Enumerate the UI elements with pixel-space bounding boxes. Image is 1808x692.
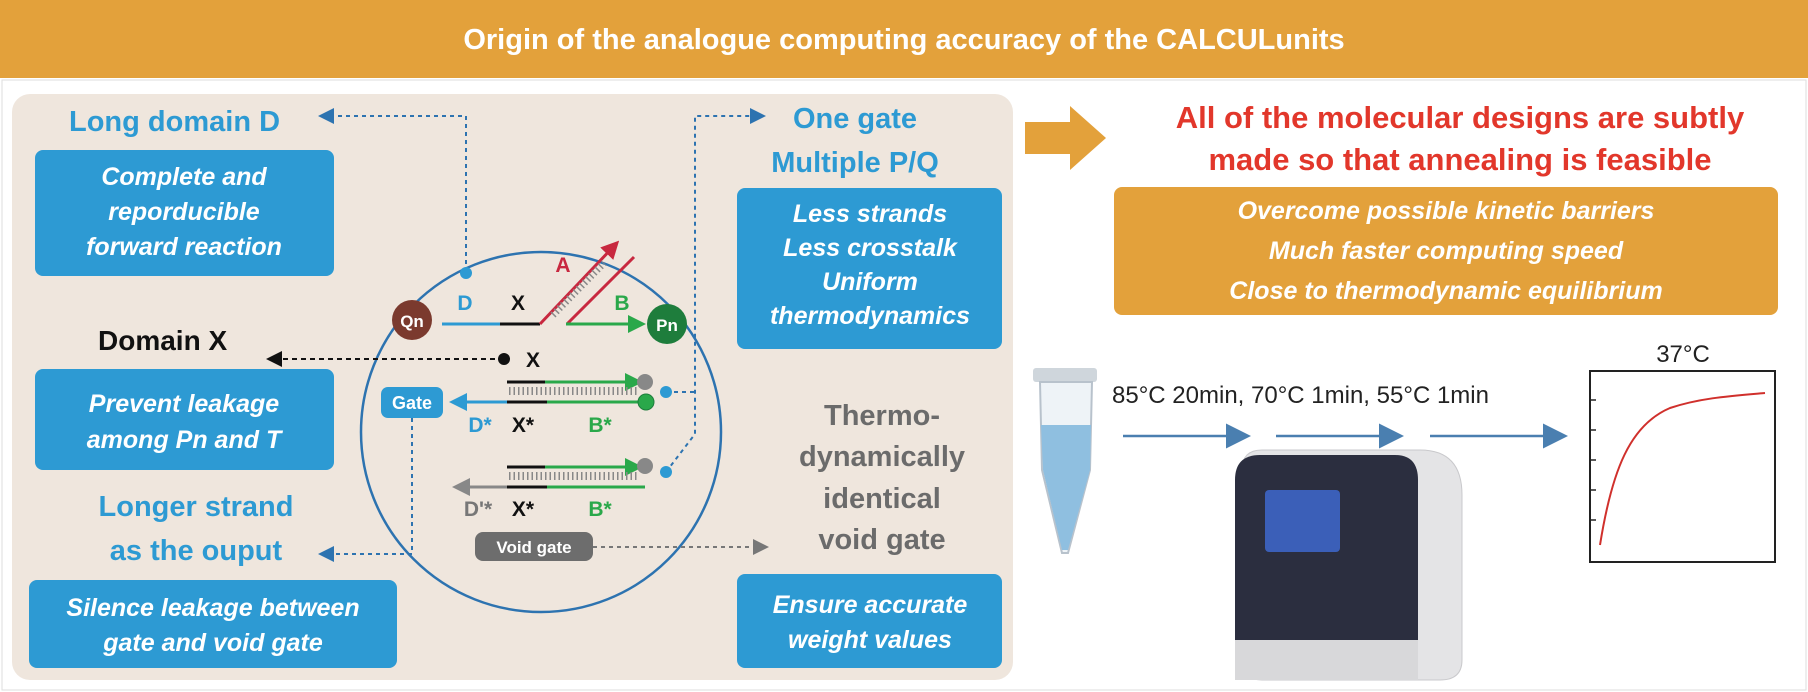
- qn-circle: [392, 300, 432, 340]
- benefits-box: [1114, 187, 1778, 315]
- gate-badge: [381, 387, 443, 418]
- one-gate-box: [737, 188, 1002, 349]
- longer-strand-title: as the ouput: [110, 535, 283, 567]
- box-text: weight values: [788, 626, 952, 654]
- one-gate-title: Multiple P/Q: [771, 147, 939, 179]
- void-gate-badge: [475, 532, 593, 561]
- headline: made so that annealing is feasible: [1208, 142, 1711, 177]
- gate-label: Gate: [392, 393, 432, 413]
- void-b-label: B*: [588, 498, 612, 521]
- longer-strand-box: [29, 580, 397, 668]
- zoom-circle: [359, 250, 723, 614]
- box-text: forward reaction: [86, 233, 282, 261]
- box-text: gate and void gate: [102, 629, 323, 657]
- box-text: thermodynamics: [770, 302, 970, 330]
- void-title: Thermo-: [824, 400, 940, 432]
- tube-icon: [1033, 368, 1097, 554]
- x-label: X: [511, 292, 525, 315]
- void-title: void gate: [818, 524, 945, 556]
- annealing-curve-frame: [1589, 370, 1776, 563]
- longer-strand-title: Longer strand: [99, 491, 294, 523]
- domain-x-title: Domain X: [98, 325, 227, 356]
- big-arrow-icon: [1025, 106, 1106, 170]
- d-label: D: [457, 292, 472, 315]
- box-text: Much faster computing speed: [1269, 237, 1624, 265]
- connector-gate: [318, 418, 413, 562]
- box-text: Overcome possible kinetic barriers: [1238, 197, 1655, 225]
- void-gate-label: Void gate: [496, 538, 571, 557]
- qn-label: Qn: [400, 312, 424, 331]
- pn-label: Pn: [656, 316, 678, 335]
- gate-d-label: D*: [468, 414, 492, 437]
- b-label: B: [614, 292, 629, 315]
- annealing-curve: [1599, 392, 1766, 546]
- a-label: A: [555, 254, 570, 277]
- box-text: Less crosstalk: [783, 234, 958, 262]
- pn-circle: [647, 304, 687, 344]
- domain-x-box: [35, 369, 334, 470]
- protocol-text: 85°C 20min, 70°C 1min, 55°C 1min: [1112, 382, 1489, 409]
- headline: All of the molecular designs are subtly: [1176, 100, 1745, 135]
- box-text: Complete and: [101, 163, 267, 191]
- gate-x-label: X*: [512, 414, 535, 437]
- void-x-label: X*: [512, 498, 535, 521]
- connector-d: [318, 108, 467, 272]
- box-text: reporducible: [108, 198, 260, 226]
- box-text: among Pn and T: [87, 426, 284, 454]
- box-text: Uniform: [822, 268, 918, 296]
- long-domain-box: [35, 150, 334, 276]
- chart-temp: 37°C: [1656, 341, 1710, 368]
- header-title: Origin of the analogue computing accurac…: [463, 24, 1344, 56]
- void-title: dynamically: [799, 441, 965, 473]
- box-text: Prevent leakage: [89, 390, 279, 418]
- box-text: Less strands: [793, 200, 947, 228]
- void-box: [737, 574, 1002, 668]
- box-text: Close to thermodynamic equilibrium: [1229, 277, 1662, 305]
- one-gate-title: One gate: [793, 103, 917, 135]
- void-d-label: D'*: [464, 498, 493, 521]
- header-bar: [0, 0, 1808, 78]
- box-text: Silence leakage between: [66, 594, 359, 622]
- thermocycler-icon: [1235, 449, 1463, 681]
- box-text: Ensure accurate: [773, 591, 968, 619]
- gate-b-label: B*: [588, 414, 612, 437]
- x-domain-label: X: [526, 349, 540, 372]
- void-title: identical: [823, 483, 941, 515]
- long-domain-title: Long domain D: [69, 106, 280, 138]
